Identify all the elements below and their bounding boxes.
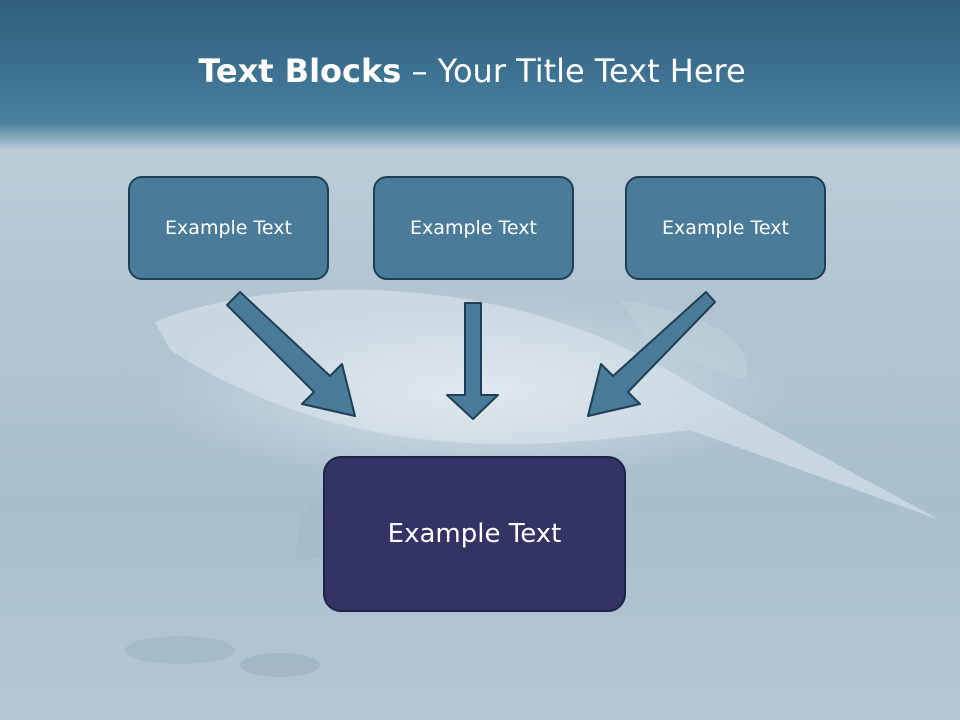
diagonal-down-left-arrow-icon <box>587 291 716 417</box>
text-block-top-right-label: Example Text <box>662 217 789 239</box>
text-block-bottom[interactable]: Example Text <box>323 456 626 612</box>
text-block-top-right[interactable]: Example Text <box>625 176 826 280</box>
title-rest-part: Your Title Text Here <box>437 52 746 90</box>
text-block-top-center-label: Example Text <box>410 217 537 239</box>
title-bar <box>0 0 960 150</box>
diagonal-down-right-arrow-icon <box>226 291 356 417</box>
text-block-top-left[interactable]: Example Text <box>128 176 329 280</box>
down-arrow-icon <box>446 302 499 420</box>
slide-title: Text Blocks – Your Title Text Here <box>0 52 944 90</box>
text-block-bottom-label: Example Text <box>387 519 562 549</box>
text-block-top-center[interactable]: Example Text <box>373 176 574 280</box>
text-block-top-left-label: Example Text <box>165 217 292 239</box>
title-separator: – <box>401 52 438 90</box>
title-bold-part: Text Blocks <box>198 52 402 90</box>
